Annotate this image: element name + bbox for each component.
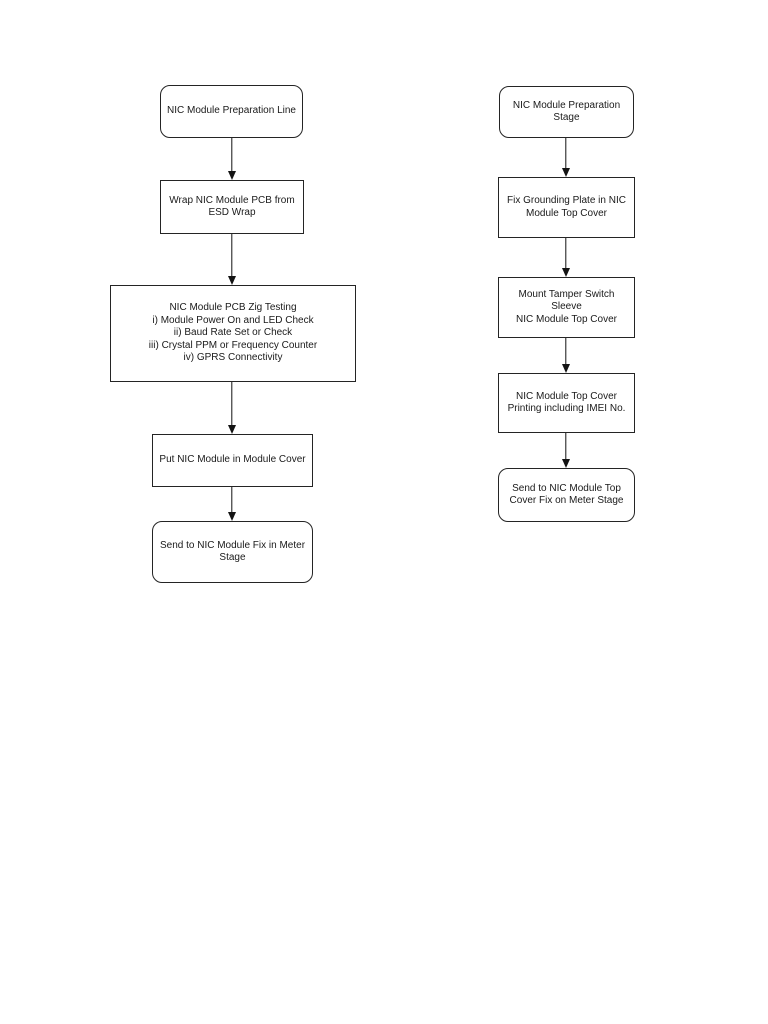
arrow-shaft xyxy=(231,487,233,516)
flow-node-put-nic-module-in-cover: Put NIC Module in Module Cover xyxy=(152,434,313,487)
node-label: Put NIC Module in Module Cover xyxy=(159,454,306,466)
arrowhead-icon xyxy=(228,512,236,521)
flow-node-nic-module-preparation-line: NIC Module Preparation Line xyxy=(160,85,303,138)
node-label: Send to NIC Module Fix in Meter Stage xyxy=(159,539,306,564)
node-label: Mount Tamper Switch Sleeve NIC Module To… xyxy=(516,288,617,325)
arrow-shaft xyxy=(565,433,567,463)
arrowhead-icon xyxy=(562,459,570,468)
arrow-shaft xyxy=(231,382,233,429)
flow-node-pcb-zig-testing: NIC Module PCB Zig Testing i) Module Pow… xyxy=(110,285,356,382)
flow-arrow-down xyxy=(561,138,571,177)
flow-node-wrap-nic-module-pcb: Wrap NIC Module PCB from ESD Wrap xyxy=(160,180,304,234)
flow-node-send-to-meter-stage: Send to NIC Module Fix in Meter Stage xyxy=(152,521,313,583)
flow-arrow-down xyxy=(227,138,237,180)
node-label: NIC Module Preparation Stage xyxy=(512,99,621,124)
flow-node-send-top-cover-to-meter-stage: Send to NIC Module Top Cover Fix on Mete… xyxy=(498,468,635,522)
node-label: Wrap NIC Module PCB from ESD Wrap xyxy=(169,194,295,219)
node-label: Send to NIC Module Top Cover Fix on Mete… xyxy=(509,482,624,507)
flow-arrow-down xyxy=(227,487,237,521)
arrow-shaft xyxy=(565,138,567,172)
flow-arrow-down xyxy=(227,382,237,434)
flow-arrow-down xyxy=(561,433,571,468)
arrowhead-icon xyxy=(228,276,236,285)
flow-node-mount-tamper-switch-sleeve: Mount Tamper Switch Sleeve NIC Module To… xyxy=(498,277,635,338)
node-label: NIC Module Top Cover Printing including … xyxy=(507,390,626,415)
flow-arrow-down xyxy=(561,338,571,373)
arrow-shaft xyxy=(231,138,233,175)
node-label: NIC Module Preparation Line xyxy=(167,105,296,117)
flow-node-top-cover-printing-imei: NIC Module Top Cover Printing including … xyxy=(498,373,635,433)
flow-node-nic-module-preparation-stage: NIC Module Preparation Stage xyxy=(499,86,634,138)
arrowhead-icon xyxy=(228,425,236,434)
arrowhead-icon xyxy=(562,268,570,277)
arrowhead-icon xyxy=(562,168,570,177)
flow-arrow-down xyxy=(227,234,237,285)
flow-node-fix-grounding-plate: Fix Grounding Plate in NIC Module Top Co… xyxy=(498,177,635,238)
node-label: Fix Grounding Plate in NIC Module Top Co… xyxy=(507,195,626,219)
arrowhead-icon xyxy=(562,364,570,373)
arrow-shaft xyxy=(231,234,233,280)
arrowhead-icon xyxy=(228,171,236,180)
flow-arrow-down xyxy=(561,238,571,277)
node-label: NIC Module PCB Zig Testing i) Module Pow… xyxy=(148,302,318,364)
arrow-shaft xyxy=(565,338,567,368)
arrow-shaft xyxy=(565,238,567,272)
